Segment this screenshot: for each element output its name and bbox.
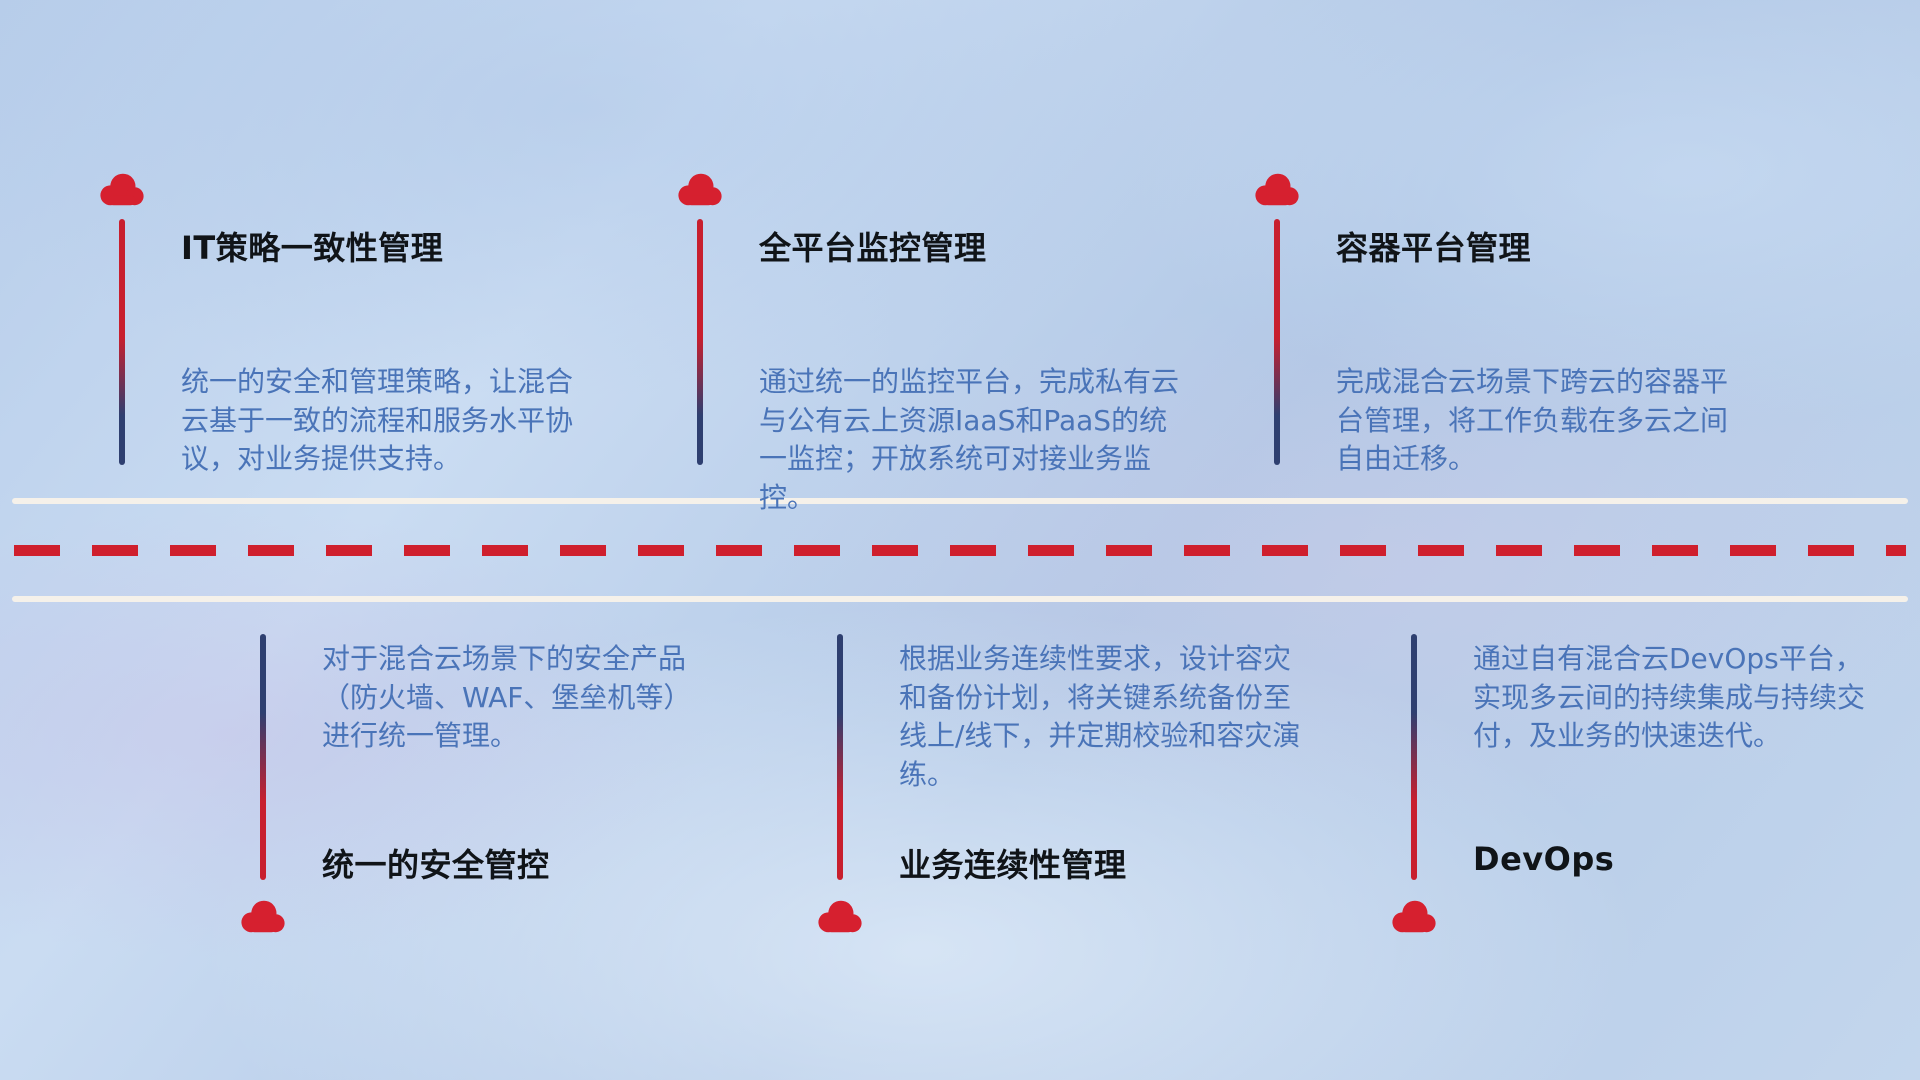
feature-description: 完成混合云场景下跨云的容器平台管理，将工作负载在多云之间自由迁移。 (1336, 365, 1729, 476)
road-top-line (12, 498, 1908, 504)
feature-title: 全平台监控管理 (759, 229, 987, 267)
feature-title: DevOps (1473, 840, 1615, 878)
connector-line (837, 634, 843, 880)
feature-title: 业务连续性管理 (899, 846, 1127, 884)
connector-line (260, 634, 266, 880)
connector-line (1411, 634, 1417, 880)
cloud-icon (100, 173, 144, 206)
cloud-icon (241, 900, 285, 933)
feature-description: 统一的安全和管理策略，让混合云基于一致的流程和服务水平协议，对业务提供支持。 (181, 365, 574, 476)
feature-description: 通过统一的监控平台，完成私有云与公有云上资源IaaS和PaaS的统一监控；开放系… (759, 365, 1180, 514)
feature-title: IT策略一致性管理 (181, 229, 444, 267)
cloud-icon (1392, 900, 1436, 933)
road-bottom-line (12, 596, 1908, 602)
connector-line (119, 219, 125, 465)
cloud-icon (678, 173, 722, 206)
feature-description: 对于混合云场景下的安全产品（防火墙、WAF、堡垒机等）进行统一管理。 (322, 642, 692, 753)
connector-line (1274, 219, 1280, 465)
feature-description: 根据业务连续性要求，设计容灾和备份计划，将关键系统备份至线上/线下，并定期校验和… (899, 642, 1301, 791)
feature-title: 容器平台管理 (1336, 229, 1532, 267)
feature-description: 通过自有混合云DevOps平台，实现多云间的持续集成与持续交付，及业务的快速迭代… (1473, 642, 1866, 753)
connector-line (697, 219, 703, 465)
feature-title: 统一的安全管控 (322, 846, 550, 884)
road-dashed-centerline (14, 545, 1906, 556)
cloud-icon (818, 900, 862, 933)
cloud-icon (1255, 173, 1299, 206)
